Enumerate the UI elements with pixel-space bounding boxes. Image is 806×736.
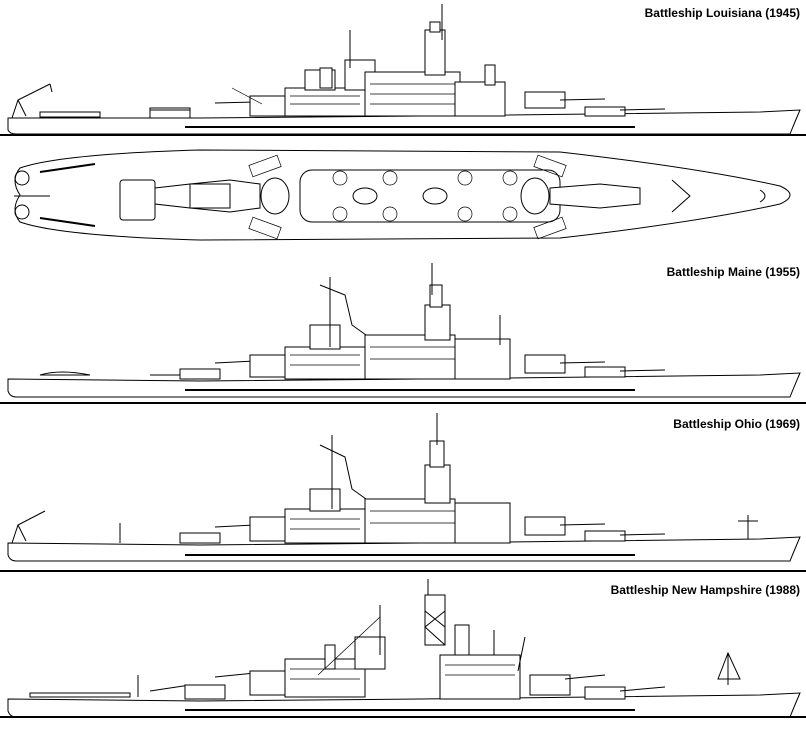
section-divider (0, 570, 806, 572)
ship-profile-maine (7, 263, 801, 398)
ship-profile-ohio (7, 413, 801, 562)
section-divider (0, 402, 806, 404)
ship-profile-new-hampshire (7, 579, 801, 718)
ship-plan-louisiana (14, 149, 791, 241)
ship-panel-new-hampshire: Battleship New Hampshire (1988) (0, 575, 806, 736)
section-divider (0, 716, 806, 718)
ship-label: Battleship Louisiana (1945) (644, 6, 800, 20)
ship-profile-louisiana (7, 4, 801, 135)
ship-label: Battleship Ohio (1969) (673, 417, 800, 431)
ship-label: Battleship Maine (1955) (666, 265, 800, 279)
ship-panel-louisiana-plan (0, 140, 806, 255)
ship-panel-maine: Battleship Maine (1955) (0, 255, 806, 405)
ship-panel-louisiana: Battleship Louisiana (1945) (0, 0, 806, 140)
ship-panel-ohio: Battleship Ohio (1969) (0, 405, 806, 570)
ship-label: Battleship New Hampshire (1988) (610, 583, 800, 597)
section-divider (0, 134, 806, 136)
